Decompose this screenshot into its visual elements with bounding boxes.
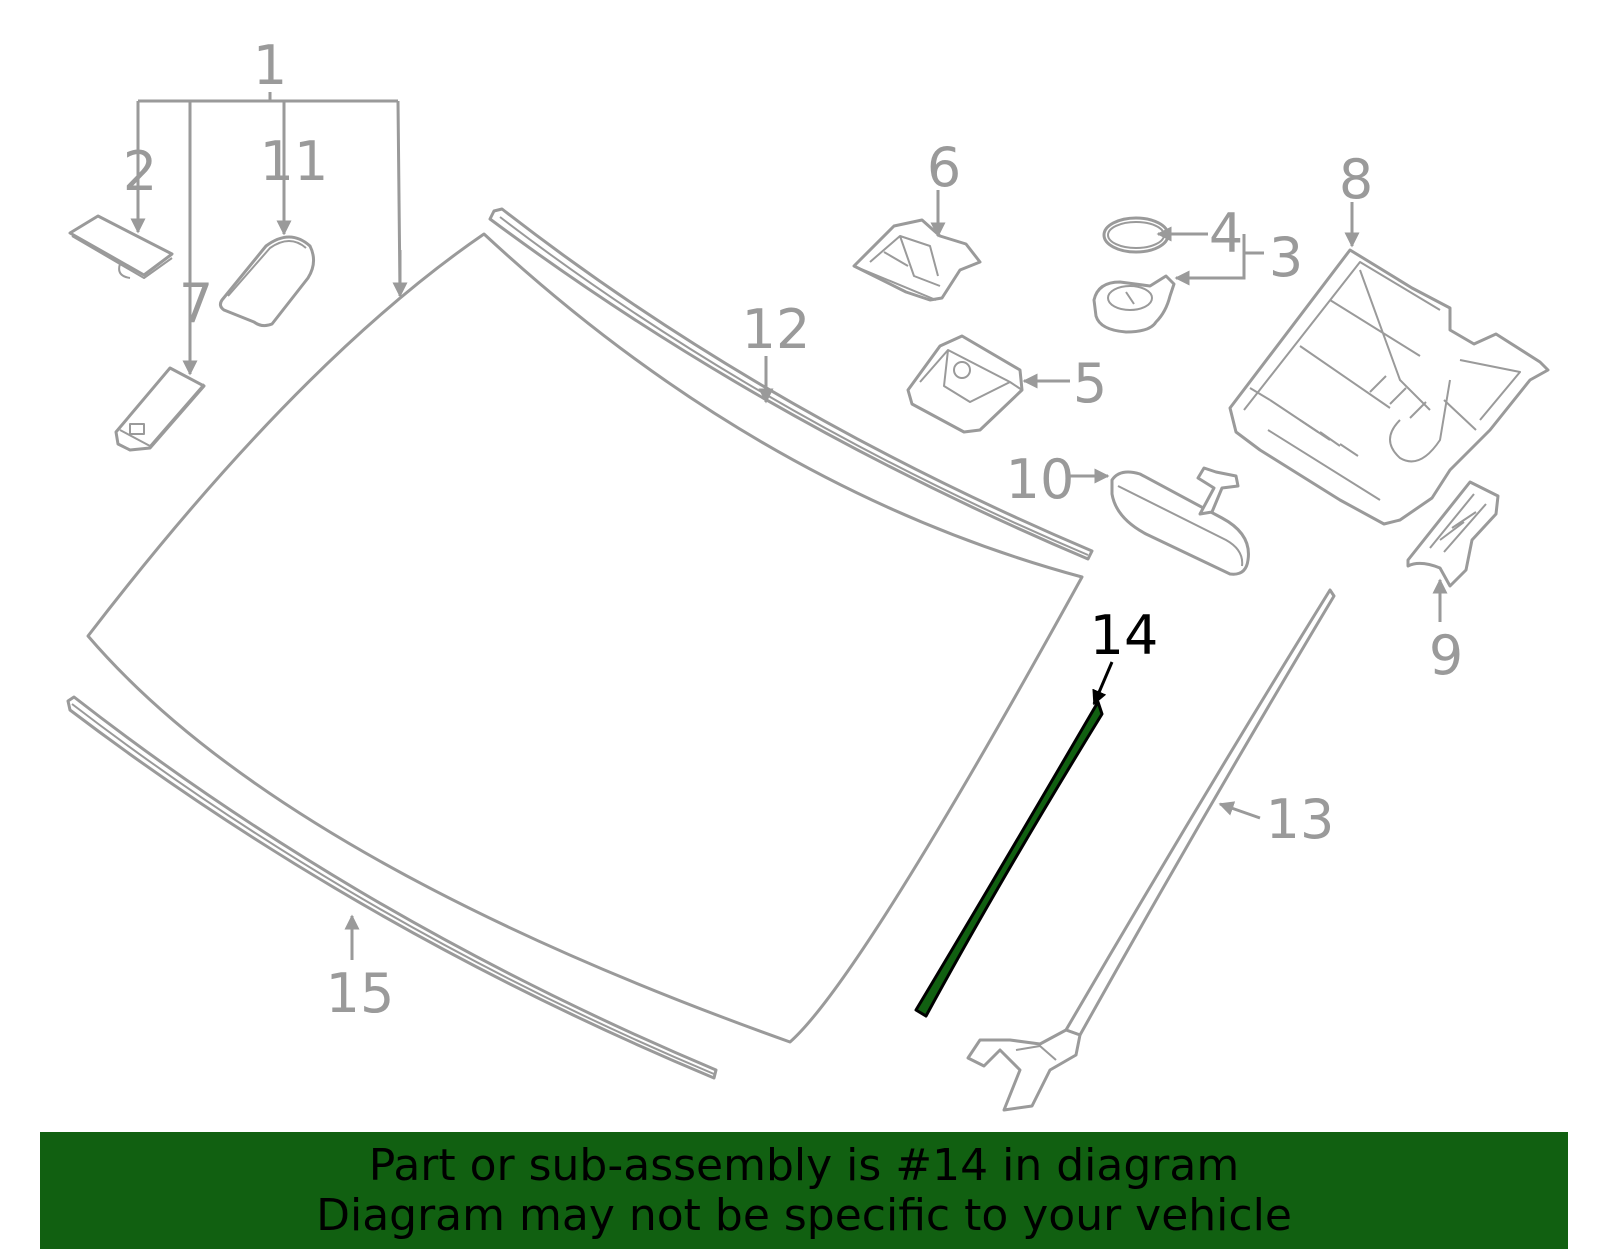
part-2-cover	[68, 214, 174, 279]
callout-6: 6	[927, 136, 961, 199]
part-10-mirror	[1110, 466, 1250, 576]
callout-12: 12	[742, 298, 811, 361]
callout-1: 1	[253, 34, 287, 97]
callout-4: 4	[1209, 202, 1243, 265]
leader-3	[1174, 234, 1246, 286]
callout-8: 8	[1339, 148, 1373, 211]
callout-labels: 1 2 11 7 6 4 3 8 5 12 10 9 14 13 15	[123, 34, 1463, 1025]
callout-9: 9	[1429, 624, 1463, 687]
callout-15: 15	[326, 962, 395, 1025]
callout-3: 3	[1269, 226, 1303, 289]
callout-10: 10	[1006, 448, 1075, 511]
part-8-console	[1228, 248, 1550, 526]
part-5-camera	[906, 334, 1024, 434]
callout-11: 11	[260, 130, 329, 193]
highlighted-part-14	[914, 700, 1104, 1018]
leader-13	[1218, 801, 1261, 820]
part-3-sensor	[1092, 274, 1176, 334]
callout-13: 13	[1266, 788, 1335, 851]
callout-7: 7	[179, 272, 213, 335]
leader-14	[1092, 661, 1114, 706]
upper-moulding-12	[488, 207, 1094, 561]
lower-moulding-15	[66, 695, 718, 1080]
callout-2: 2	[123, 140, 157, 203]
banner-line-2: Diagram may not be specific to your vehi…	[316, 1189, 1292, 1241]
windshield-glass	[86, 232, 1084, 1044]
leader-1	[136, 92, 402, 366]
part-6-bracket	[852, 218, 982, 302]
part-11-cover	[218, 235, 315, 328]
callout-14: 14	[1090, 604, 1159, 667]
leader-lines	[130, 92, 1448, 960]
info-banner: Part or sub-assembly is #14 in diagram D…	[40, 1132, 1568, 1249]
part-7-bracket	[114, 366, 206, 452]
side-moulding-13	[966, 588, 1336, 1112]
callout-5: 5	[1073, 352, 1107, 415]
banner-line-1: Part or sub-assembly is #14 in diagram	[368, 1139, 1240, 1191]
part-9-bracket	[1406, 480, 1500, 588]
